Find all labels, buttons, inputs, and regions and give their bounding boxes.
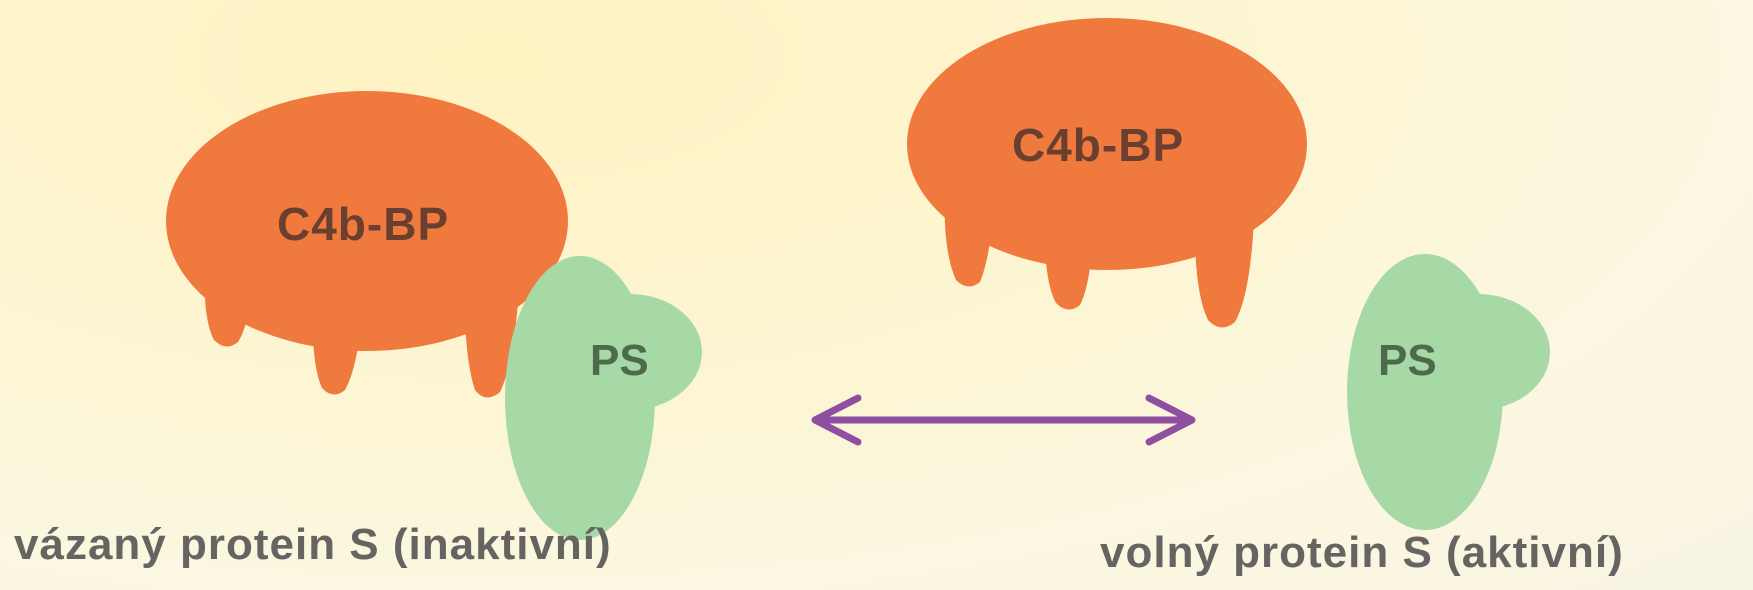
left-ps-label: PS <box>590 336 649 385</box>
left-c4b-bp-shape <box>166 91 568 398</box>
left-caption: vázaný protein S (inaktivní) <box>14 520 612 569</box>
left-protein-s-shape <box>505 256 702 540</box>
left-c4b-bp-label: C4b-BP <box>277 198 450 250</box>
right-c4b-bp-body <box>907 18 1307 270</box>
right-ps-label: PS <box>1378 336 1437 385</box>
left-ps-lobe <box>558 294 702 410</box>
arrow-head-right <box>1145 394 1196 446</box>
equilibrium-arrow <box>811 394 1196 446</box>
right-caption: volný protein S (aktivní) <box>1100 528 1624 577</box>
right-ps-lobe <box>1406 294 1550 410</box>
right-protein-s-shape <box>1347 254 1550 530</box>
arrow-head-left <box>811 394 862 446</box>
right-c4b-bp-label: C4b-BP <box>1012 119 1185 171</box>
right-c4b-bp-shape <box>907 18 1307 328</box>
left-c4b-bp-body <box>166 91 568 351</box>
